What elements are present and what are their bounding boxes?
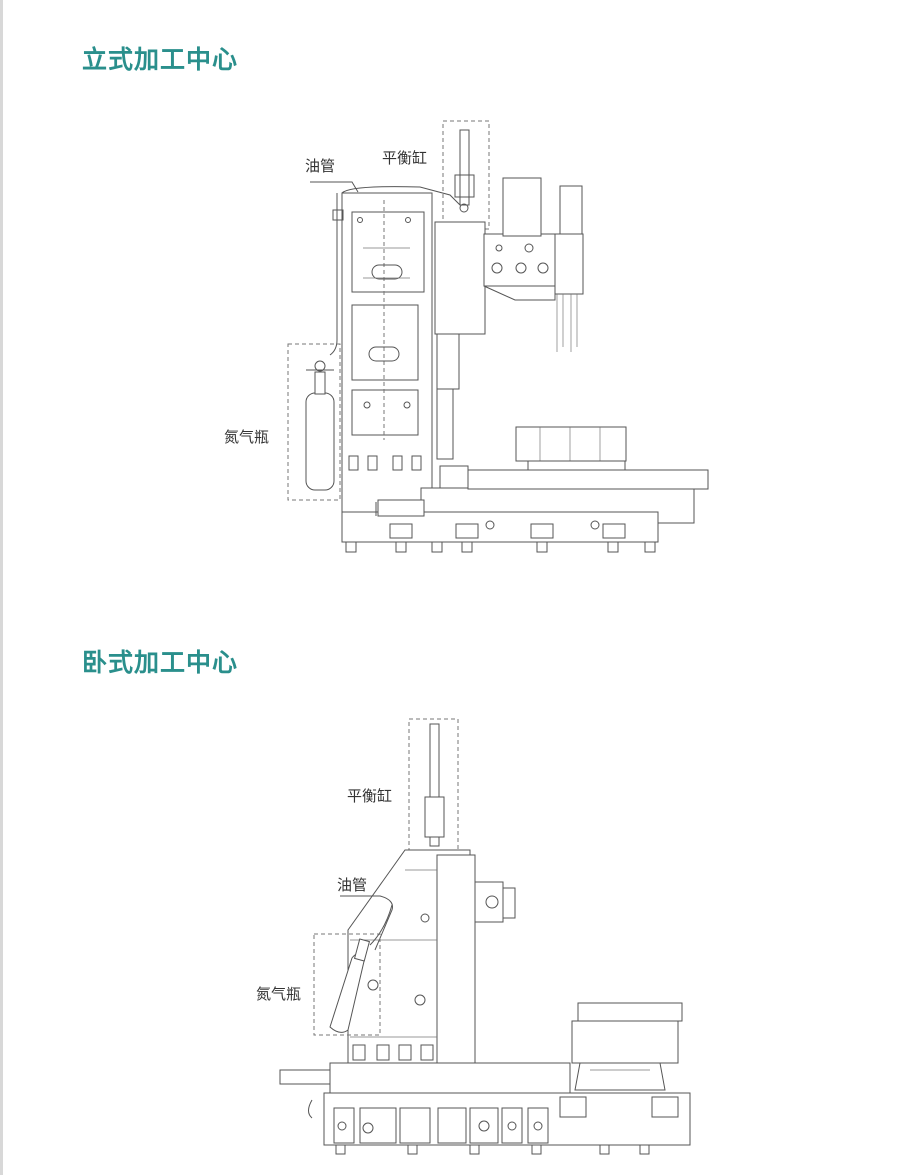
worktable <box>571 1002 683 1091</box>
section-title-horizontal-machining-center: 卧式加工中心 <box>82 648 239 677</box>
spindle-head <box>434 177 584 460</box>
machine-base <box>279 1062 691 1155</box>
page-left-border <box>0 0 3 1175</box>
label-balance-cylinder: 平衡缸 <box>347 787 392 805</box>
oil-pipe <box>340 895 393 951</box>
machine-base <box>341 469 709 553</box>
vertical-machining-center-diagram: 油管 平衡缸 氮气瓶 <box>224 120 709 553</box>
label-oil-pipe: 油管 <box>305 157 335 175</box>
oil-pipe <box>310 181 461 356</box>
balance-cylinder <box>408 718 459 853</box>
section-title-vertical-machining-center: 立式加工中心 <box>82 45 239 74</box>
spindle-head <box>474 881 516 923</box>
label-nitrogen-bottle: 氮气瓶 <box>256 985 301 1003</box>
nitrogen-bottle <box>287 343 341 501</box>
label-balance-cylinder: 平衡缸 <box>382 149 427 167</box>
nitrogen-bottle <box>313 933 381 1036</box>
label-nitrogen-bottle: 氮气瓶 <box>224 428 269 446</box>
column-body <box>332 192 433 531</box>
label-oil-pipe: 油管 <box>337 876 367 894</box>
column-body <box>347 849 476 1066</box>
